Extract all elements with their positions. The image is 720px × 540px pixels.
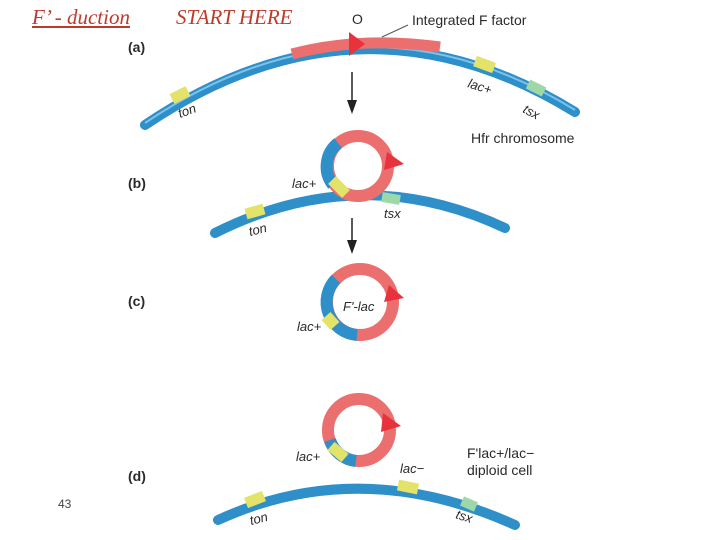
lac-marker-c (326, 316, 335, 326)
panel-label-a: (a) (128, 39, 145, 55)
transition-arrowhead-bc (347, 240, 357, 254)
origin-arrow-b (384, 152, 404, 170)
panel-label-d: (d) (128, 468, 146, 484)
lac-label-a: lac+ (466, 76, 494, 98)
lac-minus-marker-d (398, 485, 418, 489)
lac-minus-label: lac− (400, 461, 425, 476)
ton-marker-b (246, 209, 264, 214)
panel-label-c: (c) (128, 293, 145, 309)
transition-arrowhead-ab (347, 100, 357, 114)
hfr-label: Hfr chromosome (471, 130, 575, 146)
hfr-chromosome (145, 47, 575, 125)
integrated-f-label: Integrated F factor (412, 12, 527, 28)
tsx-marker-d (462, 501, 476, 507)
panel-label-b: (b) (128, 175, 146, 191)
diploid-label-line2: diploid cell (467, 462, 532, 478)
tsx-marker-b (382, 197, 400, 200)
tsx-label-b: tsx (384, 206, 401, 221)
ton-label-b: ton (247, 220, 268, 239)
ton-label-d: ton (248, 509, 269, 528)
origin-label: O (352, 11, 363, 27)
lac-marker-a (475, 61, 494, 68)
integrated-f-pointer (382, 25, 408, 37)
lac-label-d: lac+ (296, 449, 321, 464)
diploid-label-line1: F'lac+/lac− (467, 445, 534, 461)
ton-marker-d (246, 496, 264, 503)
lac-label-b: lac+ (292, 176, 317, 191)
tsx-label-a: tsx (521, 101, 543, 122)
f-prime-lac-label: F'-lac (343, 299, 375, 314)
lac-label-c: lac+ (297, 319, 322, 334)
ton-marker-a (172, 91, 188, 99)
